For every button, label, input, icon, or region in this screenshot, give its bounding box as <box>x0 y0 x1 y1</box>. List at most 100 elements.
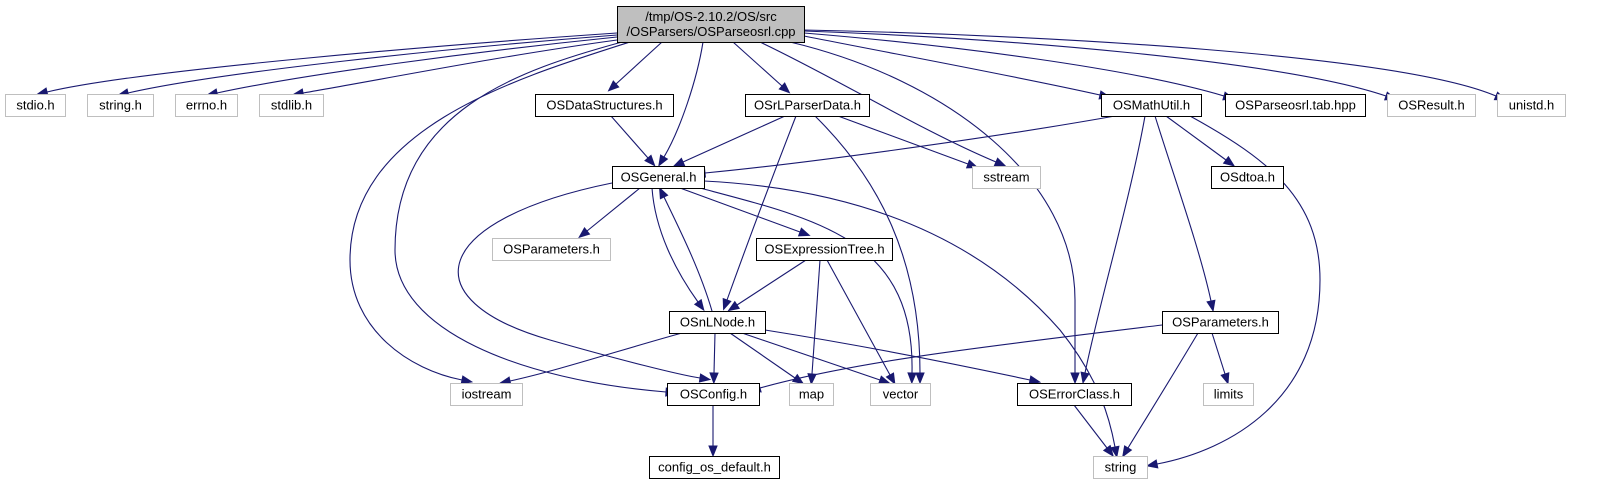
edge-osnlnode-h-to-osgeneral-h <box>659 186 713 312</box>
edge-osparseosrl-cpp-to-string-h <box>116 34 618 98</box>
edge-line <box>1084 115 1146 374</box>
edge-osmathutil-h-to-string <box>1145 115 1321 469</box>
node-config-os-default-h[interactable]: config_os_default.h <box>649 456 780 479</box>
node-osexpressiontree-h[interactable]: OSExpressionTree.h <box>756 238 893 261</box>
node-sstream: sstream <box>972 166 1041 189</box>
arrowhead <box>1222 155 1236 167</box>
edge-line <box>1154 115 1212 302</box>
node-box <box>1211 166 1284 189</box>
node-box <box>870 383 931 406</box>
arrowhead <box>1110 445 1120 459</box>
node-string: string <box>1093 456 1148 479</box>
node-osgeneral-h[interactable]: OSGeneral.h <box>612 166 705 189</box>
node-label: OSResult.h <box>1398 98 1464 113</box>
arrowhead <box>607 80 620 92</box>
edge-line <box>732 41 783 87</box>
node-box <box>612 166 705 189</box>
node-unistd-h: unistd.h <box>1497 94 1566 117</box>
edge-line <box>1156 115 1321 465</box>
node-osnlnode-h[interactable]: OSnLNode.h <box>669 311 766 334</box>
node-stdio-h: stdio.h <box>5 94 66 117</box>
node-oserrorclass-h[interactable]: OSErrorClass.h <box>1017 383 1132 406</box>
edge-osmathutil-h-to-osparameters-h <box>1154 115 1216 313</box>
node-box <box>972 166 1041 189</box>
node-limits: limits <box>1203 383 1254 406</box>
node-label: string.h <box>99 98 142 113</box>
arrowhead <box>1080 371 1090 385</box>
node-box <box>1387 94 1476 117</box>
node-box <box>259 94 324 117</box>
node-label: OSDataStructures.h <box>546 98 662 113</box>
node-label: sstream <box>983 170 1029 185</box>
node-box <box>175 94 238 117</box>
edge-line <box>736 259 807 306</box>
node-osparseosrl-cpp: /tmp/OS-2.10.2/OS/src/OSParsers/OSParseo… <box>617 6 805 43</box>
edge-line <box>704 115 1116 174</box>
node-label: OSMathUtil.h <box>1113 98 1190 113</box>
node-box <box>492 238 611 261</box>
edge-line <box>651 187 699 303</box>
edge-osnlnode-h-to-osconfig-h <box>709 332 719 385</box>
node-osparameters-h[interactable]: OSParameters.h <box>1162 311 1279 334</box>
edge-line <box>349 41 631 381</box>
edge-osparameters-h-to-string <box>1122 332 1199 458</box>
arrowhead <box>709 372 719 385</box>
edge-line <box>682 115 786 163</box>
node-label: vector <box>883 387 919 402</box>
node-box <box>1101 94 1202 117</box>
arrowhead <box>1122 445 1133 458</box>
node-map: map <box>789 383 834 406</box>
edge-osrlparserdata-h-to-osgeneral-h <box>672 115 786 167</box>
node-box <box>617 6 805 43</box>
node-label: errno.h <box>186 98 227 113</box>
edge-osmathutil-h-to-osdtoa-h <box>1165 115 1236 167</box>
node-label: string <box>1105 460 1137 475</box>
edge-line <box>586 187 641 232</box>
edge-line <box>789 41 1076 373</box>
node-label: stdlib.h <box>271 98 312 113</box>
arrowhead <box>1102 444 1114 457</box>
arrowhead <box>672 157 686 167</box>
node-box <box>5 94 66 117</box>
arrowhead <box>791 373 805 385</box>
edge-osparseosrl-cpp-to-oserrorclass-h <box>789 41 1080 385</box>
edge-line <box>759 324 1163 389</box>
edge-line <box>803 30 1387 97</box>
node-label: OSParameters.h <box>503 242 600 257</box>
node-osdtoa-h[interactable]: OSdtoa.h <box>1211 166 1284 189</box>
edge-layer <box>35 29 1507 469</box>
node-osdatastructures-h[interactable]: OSDataStructures.h <box>535 94 674 117</box>
edge-osparseosrl-cpp-to-osmathutil-h <box>803 35 1112 100</box>
node-osmathutil-h[interactable]: OSMathUtil.h <box>1101 94 1202 117</box>
edge-osparseosrl-cpp-to-sstream <box>759 41 1007 167</box>
node-box <box>789 383 834 406</box>
node-label: OSParseosrl.tab.hpp <box>1235 98 1356 113</box>
edge-osnlnode-h-to-oserrorclass-h <box>764 329 1042 385</box>
arrowhead <box>722 297 732 311</box>
node-osparseosrl-tab-hpp[interactable]: OSParseosrl.tab.hpp <box>1225 94 1366 117</box>
node-box <box>1225 94 1366 117</box>
edge-line <box>302 39 618 94</box>
arrowhead <box>578 227 591 239</box>
edge-osparseosrl-cpp-to-unistd-h <box>803 29 1507 101</box>
edge-line <box>1127 332 1199 449</box>
edge-line <box>615 41 663 85</box>
arrowhead <box>885 372 896 385</box>
node-label: OSrLParserData.h <box>754 98 861 113</box>
node-box <box>1162 311 1279 334</box>
arrowhead <box>727 300 741 312</box>
edge-line <box>1073 404 1108 449</box>
node-box <box>669 311 766 334</box>
edge-osnlnode-h-to-vector <box>741 332 891 385</box>
edge-line <box>216 36 618 94</box>
arrowhead <box>460 375 474 385</box>
arrowhead <box>907 372 917 385</box>
edge-osgeneral-h-to-osparameters-h-missing <box>578 187 641 239</box>
edge-osparseosrl-cpp-to-iostream <box>349 41 631 385</box>
arrowhead <box>693 298 705 312</box>
node-osrlparserdata-h[interactable]: OSrLParserData.h <box>745 94 870 117</box>
edge-osexpressiontree-h-to-osnlnode-h <box>727 259 807 312</box>
edge-osparameters-h-to-limits <box>1211 332 1230 385</box>
edge-line <box>726 115 797 301</box>
node-osconfig-h[interactable]: OSConfig.h <box>667 383 760 406</box>
